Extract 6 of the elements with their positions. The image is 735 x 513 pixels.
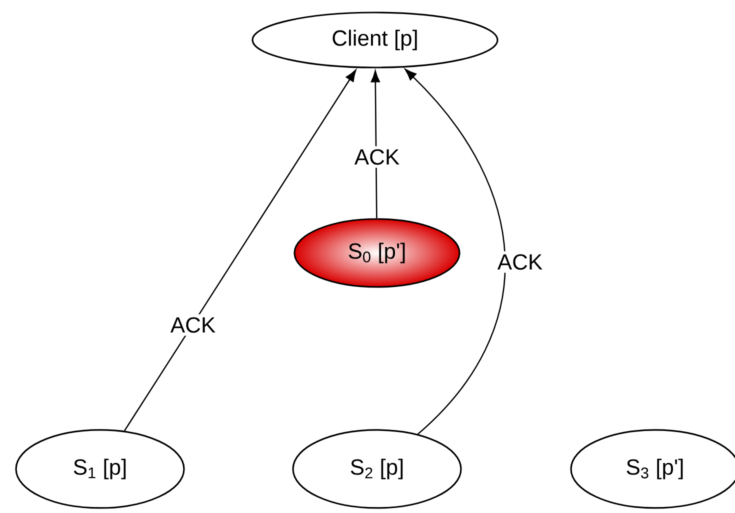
- edge-label: ACK: [351, 146, 403, 168]
- arrow: [404, 68, 506, 435]
- edge-label: ACK: [494, 251, 546, 273]
- arrow: [370, 70, 380, 218]
- arrow: [124, 70, 356, 432]
- edge-label: ACK: [167, 314, 219, 336]
